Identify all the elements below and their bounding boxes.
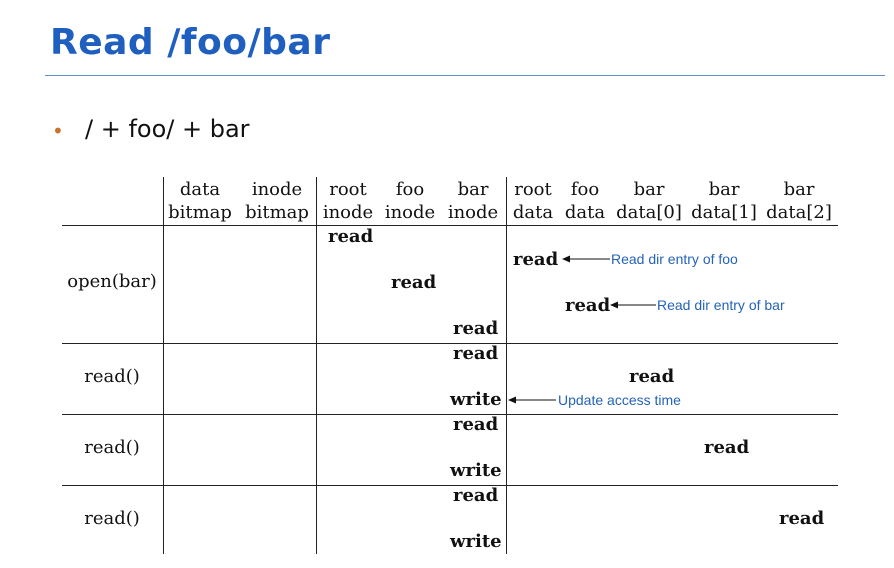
arrow-icon: [508, 396, 556, 404]
row-label-read-2: read(): [84, 437, 140, 458]
op-bar-inode-read: read: [453, 414, 499, 435]
bullet-text: / + foo/ + bar: [85, 115, 250, 143]
annotation-read-dir-bar: Read dir entry of bar: [657, 297, 785, 313]
annotation-read-dir-foo: Read dir entry of foo: [611, 251, 738, 267]
table-vline: [163, 177, 164, 554]
row-label-read-3: read(): [84, 508, 140, 529]
op-foo-inode-read: read: [391, 272, 437, 293]
table-vline: [316, 177, 317, 554]
bullet-marker: •: [52, 119, 64, 143]
op-bar-data0-read: read: [629, 366, 675, 387]
op-bar-inode-write: write: [450, 531, 502, 552]
op-bar-inode-read: read: [453, 343, 499, 364]
table-hline: [62, 485, 838, 486]
op-bar-data2-read: read: [779, 508, 825, 529]
op-bar-inode-read: read: [453, 485, 499, 506]
annotation-update-access-time: Update access time: [558, 392, 681, 408]
row-label-read-1: read(): [84, 366, 140, 387]
op-bar-inode-read: read: [453, 318, 499, 339]
row-label-open-bar: open(bar): [67, 271, 157, 292]
table-hline: [62, 225, 838, 226]
op-bar-data1-read: read: [704, 437, 750, 458]
op-foo-data-read: read: [565, 295, 611, 316]
table-hline: [62, 414, 838, 415]
op-root-inode-read: read: [328, 226, 374, 247]
op-bar-inode-write: write: [450, 460, 502, 481]
title-divider: [45, 75, 885, 76]
arrow-icon: [610, 301, 656, 309]
table-vline: [506, 177, 507, 554]
op-bar-inode-write: write: [450, 389, 502, 410]
page-title: Read /foo/bar: [50, 22, 331, 63]
op-root-data-read: read: [513, 249, 559, 270]
arrow-icon: [562, 255, 610, 263]
table-hline: [62, 343, 838, 344]
